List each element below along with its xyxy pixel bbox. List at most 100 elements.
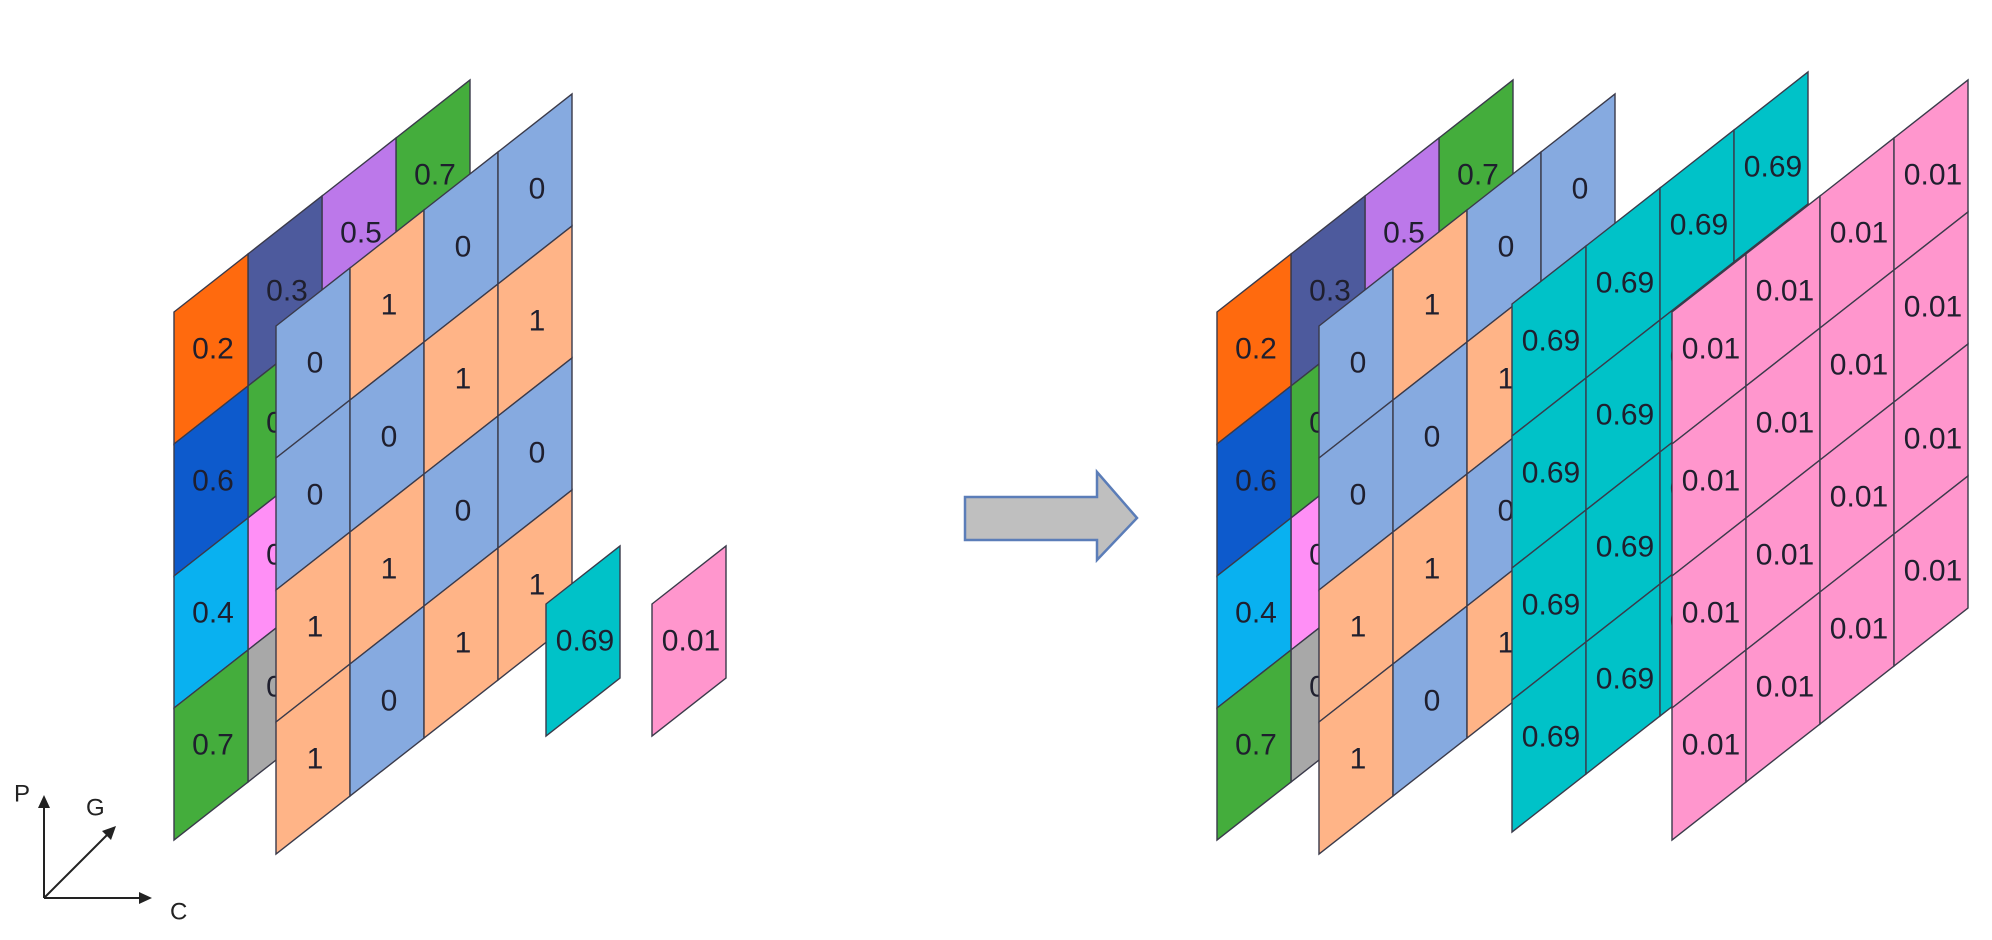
- left-grid-cell-0-0-value: 0: [307, 347, 324, 380]
- right-layers.third-cell-0-value: 0.5: [1383, 217, 1425, 250]
- right-expanded-1-cell-3-3-shape: [1893, 474, 1969, 668]
- right-layers.first-cell-2-value: 0.4: [1235, 597, 1277, 630]
- left-grid-cell-0-3-value: 1: [307, 743, 324, 776]
- g-axis-arrowhead-icon: [102, 826, 116, 840]
- right-expanded-0-cell-1-2: 0.69: [1585, 450, 1661, 644]
- axes-indicator: P G C: [14, 781, 187, 926]
- right-expanded-1-cell-2-1-value: 0.01: [1830, 349, 1888, 382]
- right-grid-cell-1-1-value: 0: [1424, 421, 1441, 454]
- right-grid-cell-0-2-value: 1: [1350, 611, 1367, 644]
- right-grid-cell-0-3-value: 1: [1350, 743, 1367, 776]
- right-grid-cell-1-0: 1: [1392, 208, 1468, 402]
- right-grid-cell-0-1-value: 0: [1350, 479, 1367, 512]
- input-tensor: 0.70.50.30.70.80.10.20.60.40.70011101001…: [173, 78, 727, 856]
- single-cell-rose: 0.01: [651, 544, 727, 738]
- left-grid-cell-3-2-value: 0: [529, 437, 546, 470]
- right-arrow-icon: [963, 468, 1139, 564]
- right-expanded-1-cell-3-0-value: 0.01: [1904, 159, 1962, 192]
- g-axis-line: [43, 831, 111, 899]
- right-expanded-0-cell-1-1-value: 0.69: [1596, 399, 1654, 432]
- right-layers.first-cell-3: 0.7: [1216, 648, 1292, 842]
- single-cell-rose-value: 0.01: [662, 625, 720, 658]
- right-expanded-1-cell-2-3: 0.01: [1819, 532, 1895, 726]
- left-grid-cell-2-0-value: 0: [455, 231, 472, 264]
- left-grid-cell-0-0: 0: [275, 266, 351, 460]
- right-expanded-0-cell-1-1: 0.69: [1585, 318, 1661, 512]
- right-expanded-0-cell-0-3-value: 0.69: [1522, 721, 1580, 754]
- left-grid-cell-1-2-value: 1: [381, 553, 398, 586]
- left-grid-cell-0-2: 1: [275, 530, 351, 724]
- right-expanded-1-cell-3-0: 0.01: [1893, 78, 1969, 272]
- right-expanded-1-cell-2-3-value: 0.01: [1830, 613, 1888, 646]
- left-layers.fourth-cell-0-value: 0.7: [414, 159, 456, 192]
- left-layers.first-cell-3-value: 0.7: [192, 729, 234, 762]
- right-expanded-1-cell-2-0-value: 0.01: [1830, 217, 1888, 250]
- left-layers.first-cell-1: 0.6: [173, 384, 249, 578]
- left-grid-cell-1-1-value: 0: [381, 421, 398, 454]
- right-layers.first-cell-3-value: 0.7: [1235, 729, 1277, 762]
- left-layers.first-cell-0-value: 0.2: [192, 333, 234, 366]
- right-grid-cell-2-2-value: 0: [1498, 495, 1515, 528]
- right-expanded-1-cell-1-2-value: 0.01: [1756, 539, 1814, 572]
- right-layers.first-cell-3-shape: [1216, 648, 1292, 842]
- right-grid-cell-2-0-value: 0: [1498, 231, 1515, 264]
- right-expanded-1-cell-2-2-value: 0.01: [1830, 481, 1888, 514]
- left-layers.second-cell-0-value: 0.3: [266, 275, 308, 308]
- right-expanded-1-cell-3-3: 0.01: [1893, 474, 1969, 668]
- right-expanded-0-cell-1-3-value: 0.69: [1596, 663, 1654, 696]
- single-cell-teal-value: 0.69: [556, 625, 614, 658]
- output-tensor: 0.70.50.30.70.80.10.20.60.40.70011101001…: [1216, 70, 1969, 856]
- left-grid-cell-0-2-value: 1: [307, 611, 324, 644]
- left-layers.first-cell-3-shape: [173, 648, 249, 842]
- right-grid-cell-2-3-value: 1: [1498, 627, 1515, 660]
- transformation-arrow-group: [963, 468, 1139, 564]
- right-expanded-1-cell-1-2: 0.01: [1745, 458, 1821, 652]
- right-grid-cell-3-0-value: 0: [1572, 173, 1589, 206]
- left-grid-cell-0-1-value: 0: [307, 479, 324, 512]
- single-cell-teal-shape: [545, 544, 621, 738]
- right-expanded-0-cell-1-0-value: 0.69: [1596, 267, 1654, 300]
- right-layers.first-cell-0-value: 0.2: [1235, 333, 1277, 366]
- left-grid-cell-2-1-value: 1: [455, 363, 472, 396]
- left-grid-cell-1-1: 0: [349, 340, 425, 534]
- left-grid-cell-3-1-value: 1: [529, 305, 546, 338]
- right-expanded-1-cell-1-1: 0.01: [1745, 326, 1821, 520]
- right-expanded-1-cell-0-2: 0.01: [1671, 516, 1747, 710]
- right-layers.second-cell-0-value: 0.3: [1309, 275, 1351, 308]
- right-expanded-0-cell-2-0: 0.69: [1659, 128, 1735, 322]
- c-axis-arrowhead-icon: [139, 892, 152, 904]
- right-expanded-0-cell-0-2: 0.69: [1511, 508, 1587, 702]
- right-grid-cell-0-0-value: 0: [1350, 347, 1367, 380]
- right-grid-cell-0-0: 0: [1318, 266, 1394, 460]
- right-expanded-0-cell-0-0-value: 0.69: [1522, 325, 1580, 358]
- right-grid-cell-1-0-value: 1: [1424, 289, 1441, 322]
- right-expanded-1-cell-3-3-value: 0.01: [1904, 555, 1962, 588]
- right-expanded-1-cell-1-1-value: 0.01: [1756, 407, 1814, 440]
- right-expanded-0-cell-2-0-value: 0.69: [1670, 209, 1728, 242]
- left-grid-cell-2-3-value: 1: [455, 627, 472, 660]
- left-layers.first-cell-3: 0.7: [173, 648, 249, 842]
- right-layers.first-cell-1-value: 0.6: [1235, 465, 1277, 498]
- left-layers.first-cell-1-value: 0.6: [192, 465, 234, 498]
- right-expanded-1-cell-2-1: 0.01: [1819, 268, 1895, 462]
- right-grid-cell-3-0: 0: [1540, 92, 1616, 286]
- left-grid-cell-3-0-value: 0: [529, 173, 546, 206]
- right-grid-cell-1-3-value: 0: [1424, 685, 1441, 718]
- single-cell-rose-shape: [651, 544, 727, 738]
- left-grid-cell-3-3-value: 1: [529, 569, 546, 602]
- left-layers.first-cell-2-value: 0.4: [192, 597, 234, 630]
- single-cell-teal: 0.69: [545, 544, 621, 738]
- right-expanded-0-cell-3-0-value: 0.69: [1744, 151, 1802, 184]
- left-grid-cell-0-3: 1: [275, 662, 351, 856]
- right-expanded-0-cell-1-2-value: 0.69: [1596, 531, 1654, 564]
- right-expanded-1-cell-0-1-value: 0.01: [1682, 465, 1740, 498]
- right-expanded-1-cell-1-0-value: 0.01: [1756, 275, 1814, 308]
- axis-label-p: P: [14, 781, 30, 808]
- right-grid-cell-1-2-value: 1: [1424, 553, 1441, 586]
- right-expanded-1-cell-1-3-value: 0.01: [1756, 671, 1814, 704]
- left-grid-cell-1-0: 1: [349, 208, 425, 402]
- right-expanded-0-cell-0-1-value: 0.69: [1522, 457, 1580, 490]
- right-grid-cell-0-2: 1: [1318, 530, 1394, 724]
- right-expanded-1-cell-0-0: 0.01: [1671, 252, 1747, 446]
